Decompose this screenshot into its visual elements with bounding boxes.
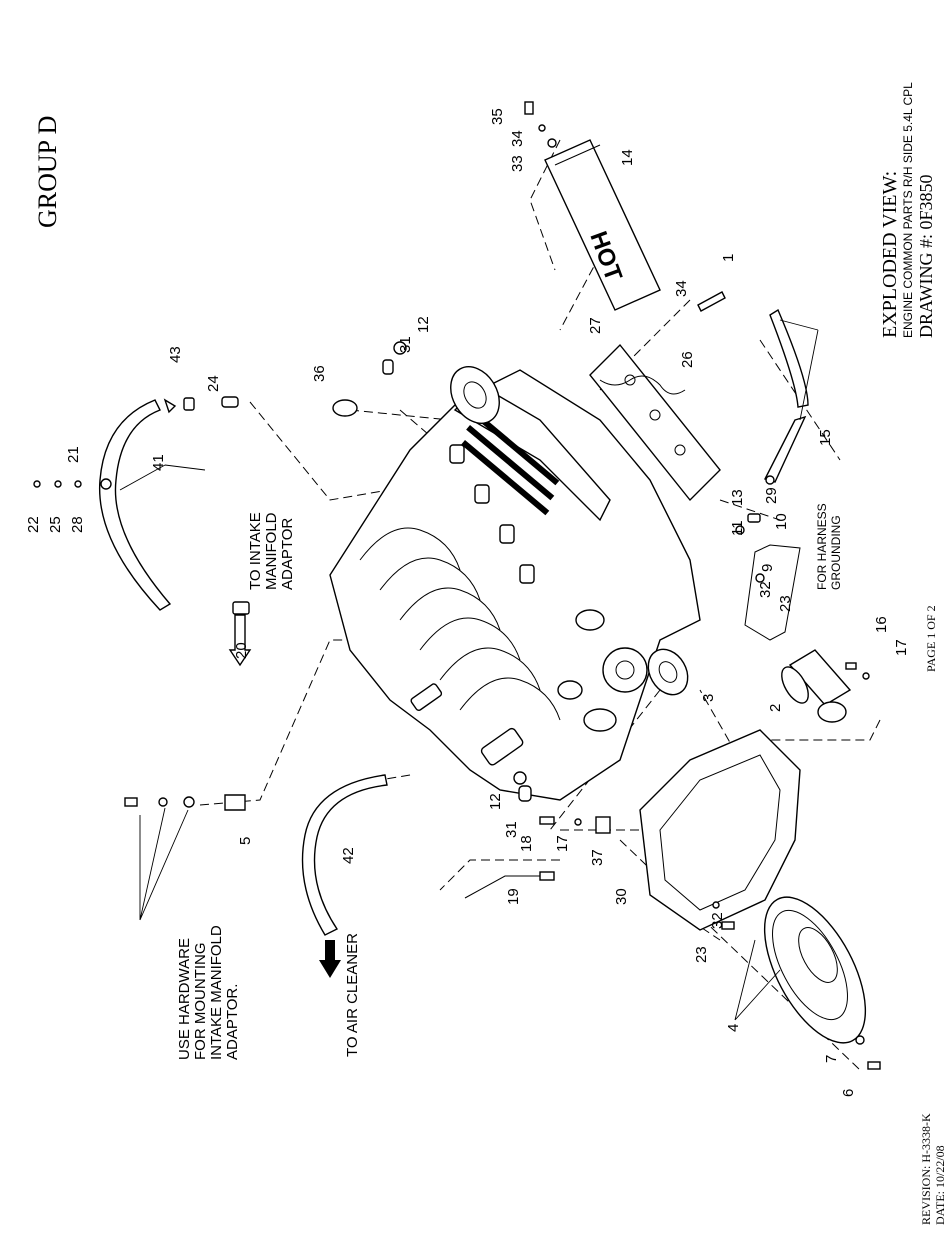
callout-12a: 12 bbox=[415, 316, 432, 333]
callout-35: 35 bbox=[489, 108, 506, 125]
callout-18: 18 bbox=[518, 835, 535, 852]
callout-12b: 12 bbox=[487, 793, 504, 810]
callout-6: 6 bbox=[840, 1089, 857, 1097]
starter-motor bbox=[781, 649, 852, 723]
callout-11: 11 bbox=[729, 520, 746, 536]
fasteners bbox=[33, 101, 881, 1070]
heat-shield-cover: HOT bbox=[544, 139, 661, 311]
grounding-hex-outline bbox=[744, 544, 801, 641]
callout-1: 1 bbox=[720, 254, 737, 262]
callout-41: 41 bbox=[150, 454, 167, 471]
callout-32b: 32 bbox=[709, 912, 726, 929]
callout-17b: 17 bbox=[554, 835, 571, 852]
callout-43: 43 bbox=[167, 346, 184, 363]
callout-5: 5 bbox=[237, 837, 254, 845]
hardware-note-line-4: ADAPTOR. bbox=[224, 984, 241, 1060]
harness-grounding-note: FOR HARNESS GROUNDING bbox=[815, 503, 843, 590]
callout-13: 13 bbox=[729, 489, 746, 506]
callout-20: 20 bbox=[233, 642, 250, 659]
air-cleaner-note: TO AIR CLEANER bbox=[319, 933, 361, 1057]
callout-3: 3 bbox=[700, 694, 717, 702]
callout-21: 21 bbox=[65, 446, 82, 463]
intake-note-line-1: TO INTAKE bbox=[247, 512, 264, 590]
intake-note-line-2: MANIFOLD bbox=[263, 512, 280, 590]
callout-33: 33 bbox=[509, 155, 526, 172]
callout-14: 14 bbox=[619, 149, 636, 166]
view-subtitle: ENGINE COMMON PARTS R/H SIDE 5.4L CPL bbox=[901, 82, 915, 338]
grounding-line-2: GROUNDING bbox=[829, 515, 843, 590]
callout-42: 42 bbox=[340, 847, 357, 864]
grounding-line-1: FOR HARNESS bbox=[815, 503, 829, 590]
callout-28: 28 bbox=[69, 516, 86, 533]
callout-22: 22 bbox=[25, 516, 42, 533]
hose-41 bbox=[98, 398, 177, 611]
callout-26: 26 bbox=[679, 351, 696, 368]
callout-34b: 34 bbox=[673, 280, 690, 297]
callout-23b: 23 bbox=[693, 946, 710, 963]
callout-7: 7 bbox=[823, 1055, 840, 1063]
callout-9: 9 bbox=[759, 564, 776, 572]
date-label: DATE: 10/22/08 bbox=[933, 1145, 947, 1225]
leader-lines bbox=[119, 319, 819, 1021]
callout-32a: 32 bbox=[757, 581, 774, 598]
callout-24: 24 bbox=[205, 375, 222, 392]
callout-17a: 17 bbox=[893, 639, 910, 656]
revision-label: REVISION: H-3338-K bbox=[919, 1113, 933, 1225]
flywheel bbox=[763, 896, 867, 1044]
view-title: EXPLODED VIEW: bbox=[879, 171, 901, 338]
callout-2: 2 bbox=[767, 704, 784, 712]
callout-4: 4 bbox=[725, 1024, 742, 1032]
hose-42 bbox=[301, 774, 388, 936]
hardware-note: USE HARDWARE FOR MOUNTING INTAKE MANIFOL… bbox=[176, 925, 241, 1060]
callout-34a: 34 bbox=[509, 130, 526, 147]
callout-30: 30 bbox=[613, 888, 630, 905]
intake-adaptor-note: TO INTAKE MANIFOLD ADAPTOR bbox=[228, 512, 296, 667]
callout-15: 15 bbox=[817, 429, 834, 446]
air-cleaner-label: TO AIR CLEANER bbox=[344, 933, 361, 1057]
hardware-note-line-3: INTAKE MANIFOLD bbox=[208, 925, 225, 1060]
callout-31b: 31 bbox=[503, 821, 520, 838]
hose-15 bbox=[763, 308, 809, 483]
seal-gasket bbox=[647, 648, 689, 696]
callout-10: 10 bbox=[773, 513, 790, 530]
flywheel-housing bbox=[639, 729, 801, 931]
engine-block bbox=[329, 366, 701, 801]
group-label: GROUP D bbox=[33, 116, 62, 228]
page-number: PAGE 1 OF 2 bbox=[924, 605, 938, 672]
callout-16: 16 bbox=[873, 616, 890, 633]
callout-25: 25 bbox=[47, 516, 64, 533]
hardware-note-line-1: USE HARDWARE bbox=[176, 938, 193, 1060]
callout-31a: 31 bbox=[397, 336, 414, 353]
callout-19: 19 bbox=[505, 888, 522, 905]
callout-36: 36 bbox=[311, 365, 328, 382]
callout-29: 29 bbox=[763, 487, 780, 504]
exhaust-manifold bbox=[589, 343, 721, 502]
hardware-note-line-2: FOR MOUNTING bbox=[192, 943, 209, 1061]
callout-37: 37 bbox=[589, 849, 606, 866]
callout-23a: 23 bbox=[777, 595, 794, 612]
intake-note-line-3: ADAPTOR bbox=[279, 518, 296, 590]
callout-27: 27 bbox=[587, 317, 604, 334]
callout-numbers: 1 2 3 4 5 6 7 9 10 11 12 12 13 14 15 16 … bbox=[25, 108, 910, 1097]
drawing-number: DRAWING #: 0F3850 bbox=[916, 174, 936, 338]
